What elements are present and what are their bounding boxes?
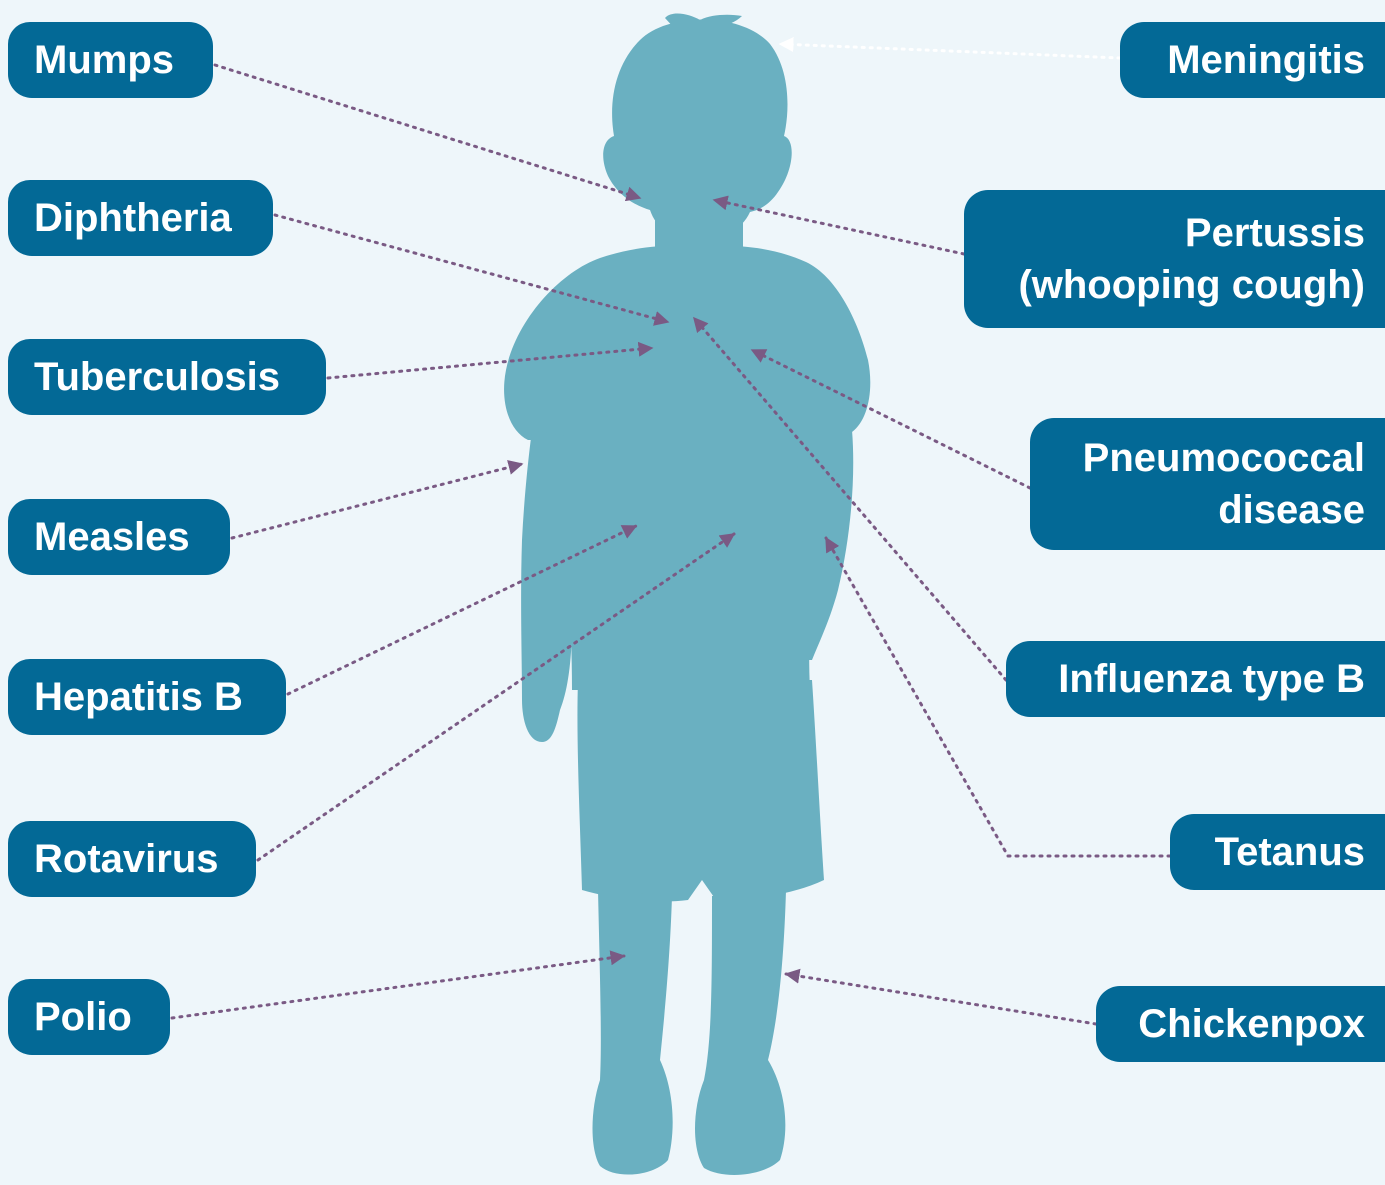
connector-polio <box>172 956 624 1018</box>
label-pneumococcal: Pneumococcal disease <box>1030 418 1385 550</box>
connector-measles <box>232 464 522 538</box>
connector-mumps <box>215 65 640 198</box>
left-leg <box>593 890 673 1175</box>
label-measles: Measles <box>8 499 230 575</box>
label-tetanus: Tetanus <box>1170 814 1385 890</box>
label-influenza-b: Influenza type B <box>1006 641 1385 717</box>
label-chickenpox: Chickenpox <box>1096 986 1385 1062</box>
connector-chickenpox <box>786 974 1096 1024</box>
label-hepatitis-b: Hepatitis B <box>8 659 286 735</box>
child-silhouette <box>504 14 870 1175</box>
shorts <box>577 680 824 902</box>
label-pertussis: Pertussis (whooping cough) <box>964 190 1385 328</box>
label-tuberculosis: Tuberculosis <box>8 339 326 415</box>
label-diphtheria: Diphtheria <box>8 180 273 256</box>
connector-pertussis <box>714 200 964 254</box>
label-polio: Polio <box>8 979 170 1055</box>
right-leg <box>695 890 786 1175</box>
left-arm <box>521 430 572 742</box>
label-mumps: Mumps <box>8 22 213 98</box>
label-rotavirus: Rotavirus <box>8 821 256 897</box>
connector-meningitis <box>780 44 1120 58</box>
label-meningitis: Meningitis <box>1120 22 1385 98</box>
